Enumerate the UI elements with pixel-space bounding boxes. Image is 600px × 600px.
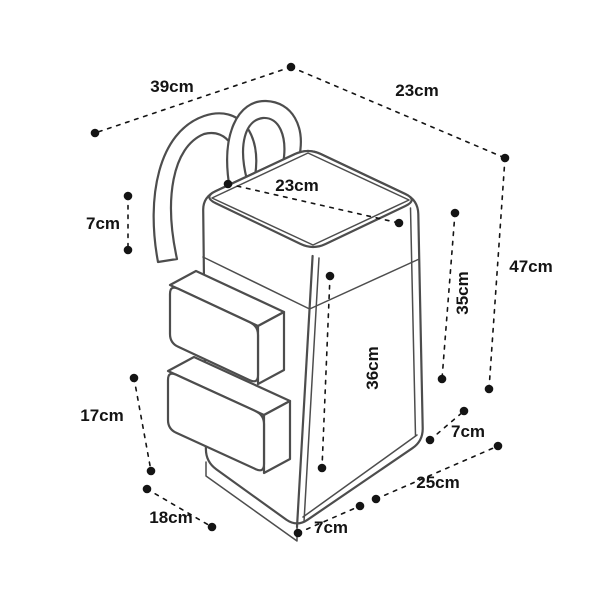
right-edge-seam — [409, 207, 417, 437]
dimension-annotations: 39cm 23cm 47cm 35cm 36cm — [80, 62, 553, 538]
dim-endpoint-dot — [123, 245, 133, 255]
lid-width-label: 23cm — [275, 176, 318, 195]
dim-endpoint-dot — [371, 494, 381, 504]
side-clearance-label: 7cm — [451, 422, 485, 441]
dim-side-clearance: 7cm — [425, 406, 485, 445]
base-front-depth-label: 7cm — [314, 518, 348, 537]
dim-overall-depth: 23cm — [290, 66, 510, 163]
dim-endpoint-dot — [90, 128, 100, 138]
dim-endpoint-dot — [484, 384, 494, 394]
lid-seam-right — [308, 258, 420, 310]
overall-height-label: 47cm — [509, 257, 552, 276]
front-edge — [295, 254, 314, 529]
front-pocket-width-label: 18cm — [149, 508, 192, 527]
front-panel-height-label: 36cm — [363, 346, 382, 389]
dim-endpoint-dot — [293, 528, 303, 538]
dim-overall-height: 47cm — [484, 157, 553, 394]
front-seam — [303, 257, 320, 523]
dim-side-panel-height: 35cm — [437, 208, 472, 384]
dim-endpoint-dot — [223, 179, 233, 189]
dim-endpoint-dot — [437, 374, 447, 384]
lid-rim — [211, 152, 410, 246]
dim-endpoint-dot — [459, 406, 469, 416]
dim-endpoint-dot — [129, 373, 139, 383]
dim-base-front-depth: 7cm — [293, 501, 365, 538]
base-seam-right — [302, 434, 418, 518]
dim-endpoint-dot — [207, 522, 217, 532]
dim-lid-width: 23cm — [223, 176, 404, 228]
base-depth-label: 25cm — [416, 473, 459, 492]
dim-endpoint-dot — [493, 441, 503, 451]
front-pocket-height-label: 17cm — [80, 406, 123, 425]
lid-height-label: 7cm — [86, 214, 120, 233]
upper-pocket-side — [256, 310, 286, 386]
lid-seam-left — [202, 256, 311, 310]
upper-pocket-front — [168, 286, 260, 383]
dim-endpoint-dot — [142, 484, 152, 494]
dim-endpoint-dot — [355, 501, 365, 511]
dim-front-pocket-height: 17cm — [80, 373, 156, 476]
dim-front-pocket-width: 18cm — [142, 484, 217, 532]
side-panel-height-label: 35cm — [453, 271, 472, 314]
dim-endpoint-dot — [123, 191, 133, 201]
dim-endpoint-dot — [146, 466, 156, 476]
lower-pocket-side — [262, 399, 292, 475]
lower-pocket-front — [166, 372, 266, 472]
overall-depth-label: 23cm — [395, 81, 438, 100]
dim-front-panel-height: 36cm — [317, 271, 382, 473]
dim-endpoint-dot — [325, 271, 335, 281]
dim-endpoint-dot — [317, 463, 327, 473]
backpack-drawing — [152, 99, 424, 542]
dim-endpoint-dot — [450, 208, 460, 218]
dim-base-depth: 25cm — [371, 441, 503, 504]
overall-width-label: 39cm — [150, 77, 193, 96]
dim-lid-height: 7cm — [86, 191, 133, 255]
dim-endpoint-dot — [425, 435, 435, 445]
dim-endpoint-dot — [394, 218, 404, 228]
